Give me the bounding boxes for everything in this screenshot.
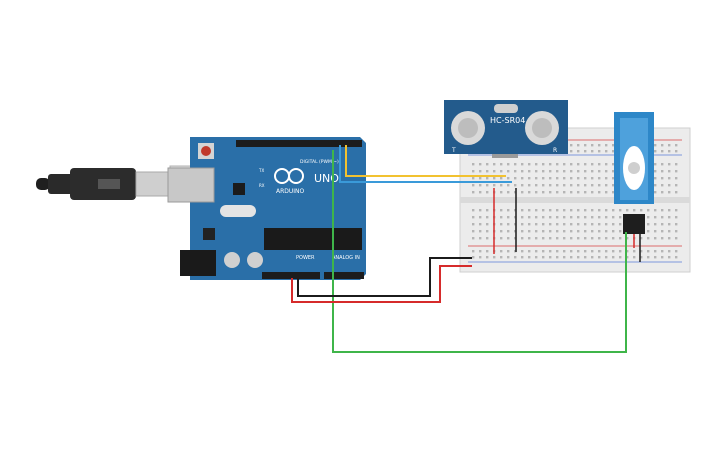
black-wire-gnd[interactable]: [297, 257, 472, 297]
sensor-r-mark: R: [553, 147, 557, 154]
arduino-logo-icon: [274, 168, 304, 184]
wires: [291, 145, 641, 353]
rx-label: RX: [259, 183, 265, 188]
sensor-pins[interactable]: [492, 154, 518, 158]
ultrasonic-sensor: HC-SR04 T R: [444, 100, 568, 158]
arduino-uno-board: ARDUINO UNO DIGITAL (PWM ~) POWER ANALOG…: [167, 137, 366, 280]
power-header[interactable]: [262, 272, 320, 279]
analog-header-label: ANALOG IN: [332, 255, 360, 261]
sensor-t-mark: T: [451, 147, 456, 154]
receiver-transducer: [525, 111, 559, 145]
yellow-wire[interactable]: [345, 145, 506, 177]
servo-motor-icon: [614, 112, 654, 234]
arduino-brand-label: ARDUINO: [276, 188, 305, 195]
tx-label: TX: [258, 168, 264, 173]
green-wire[interactable]: [332, 150, 627, 353]
transmitter-transducer: [451, 111, 485, 145]
power-header-label: POWER: [296, 255, 315, 261]
digital-header[interactable]: [236, 140, 362, 147]
arduino-model-label: UNO: [314, 172, 339, 185]
blue-wire[interactable]: [339, 145, 512, 183]
analog-header[interactable]: [324, 272, 364, 279]
red-wire-5v[interactable]: [291, 265, 472, 303]
digital-header-label: DIGITAL (PWM ~): [300, 159, 339, 165]
sensor-name-label: HC-SR04: [490, 116, 525, 125]
